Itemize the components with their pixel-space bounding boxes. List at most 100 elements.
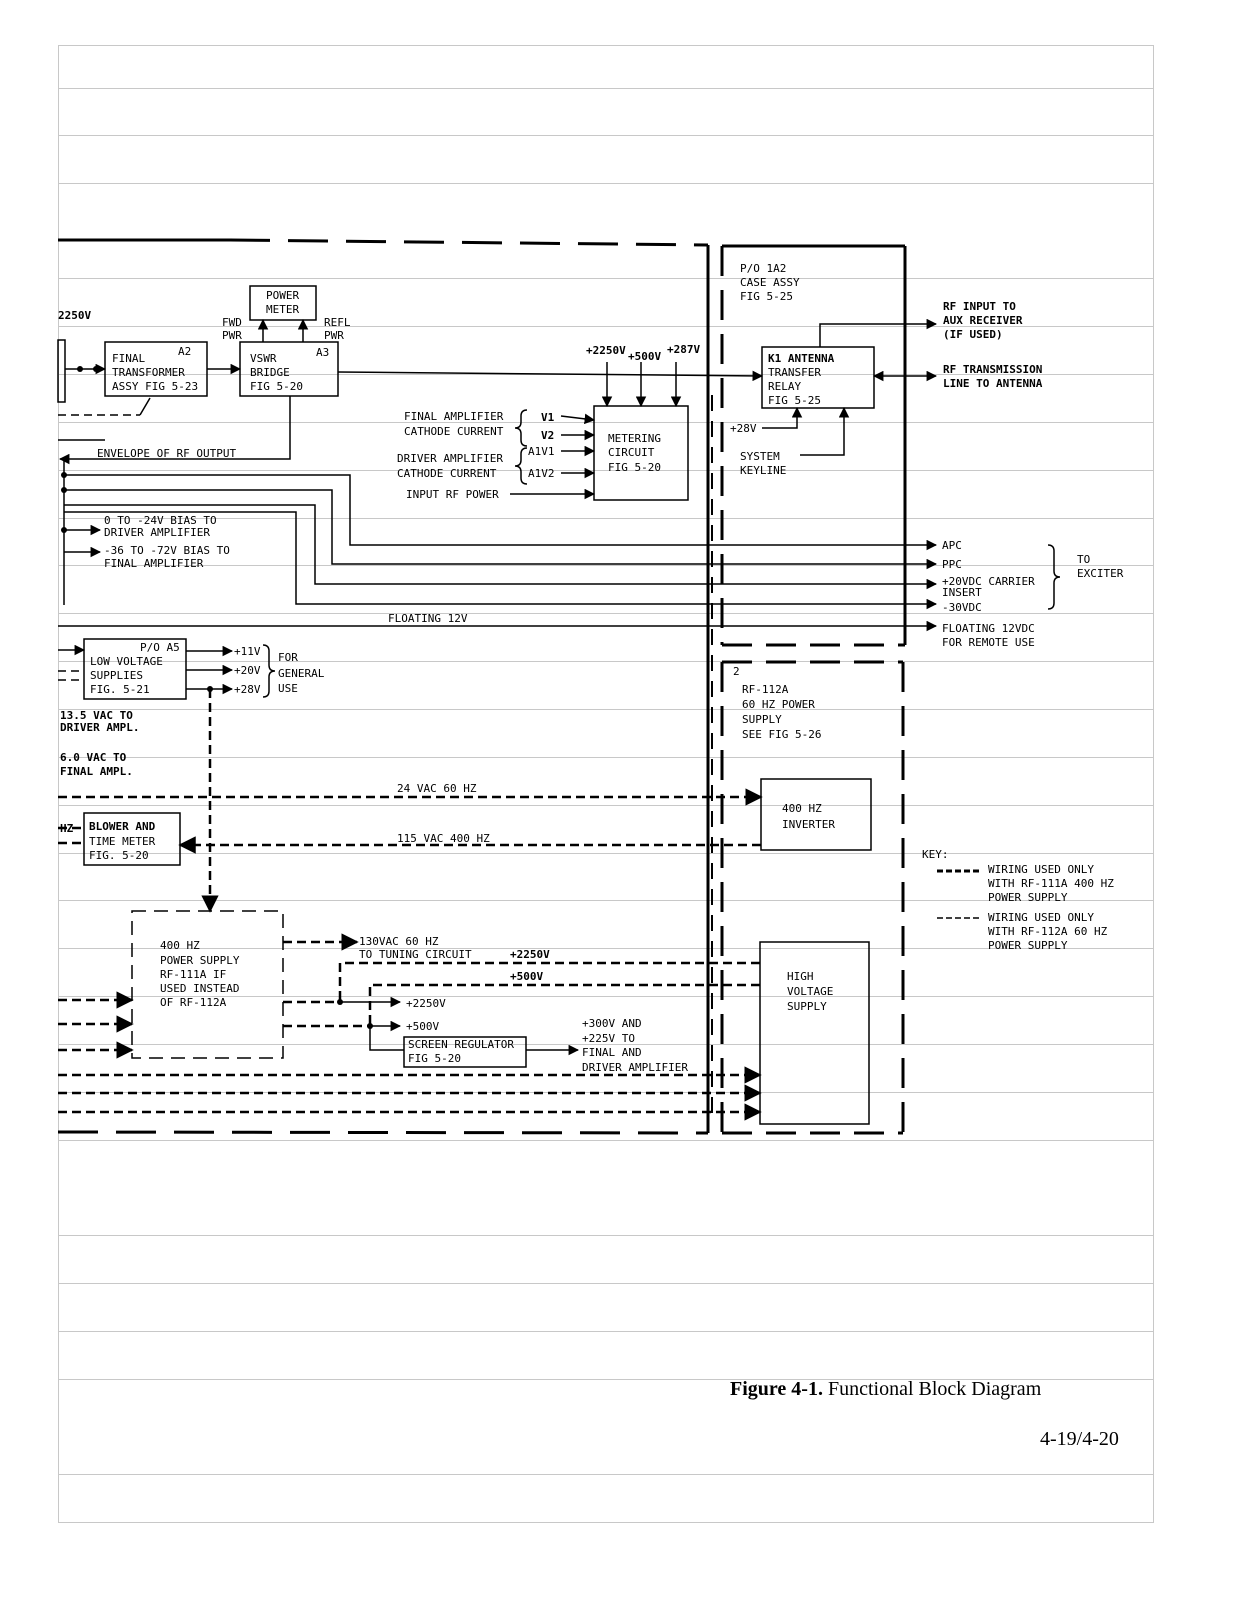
- hv-supply-box: [759, 941, 870, 1125]
- ruled-line: [58, 1235, 1154, 1236]
- ruled-line: [58, 805, 1154, 806]
- floating-12vdc-label: FOR REMOTE USE: [942, 636, 1035, 649]
- main-unit-enclosure: [57, 238, 710, 1135]
- rf-transmission-label: LINE TO ANTENNA: [943, 377, 1043, 390]
- case-assy-label: CASE ASSY: [740, 276, 800, 289]
- final-amp-current-label: FINAL AMPLIFIER: [404, 410, 504, 423]
- low-voltage-label: SUPPLIES: [90, 669, 143, 682]
- screen-out-label: DRIVER AMPLIFIER: [582, 1061, 688, 1074]
- hv-supply-label: HIGH: [787, 970, 814, 983]
- ruled-line: [58, 183, 1154, 184]
- inverter-label: 400 HZ: [782, 802, 822, 815]
- v500-out-label: +500V: [406, 1020, 439, 1033]
- vac-final-label: FINAL AMPL.: [60, 765, 133, 778]
- driver-amp-current-label: DRIVER AMPLIFIER: [397, 452, 503, 465]
- a1v2-label: A1V2: [528, 467, 555, 480]
- bias-final-label: FINAL AMPLIFIER: [104, 557, 204, 570]
- vac115-label: 115 VAC 400 HZ: [397, 832, 490, 845]
- carrier-insert-label: INSERT: [942, 586, 982, 599]
- ruled-line: [58, 278, 1154, 279]
- vdc130-label: 130VAC 60 HZ: [359, 935, 439, 948]
- driver-amp-current-label: CATHODE CURRENT: [397, 467, 497, 480]
- v1-label: V1: [541, 411, 555, 424]
- vswr-bridge-ref: A3: [316, 346, 329, 359]
- vswr-bridge-label: BRIDGE: [250, 366, 290, 379]
- label-2250v-meter: +2250V: [586, 344, 626, 357]
- v2250-out-label: +2250V: [406, 997, 446, 1010]
- rf112a-label: SUPPLY: [742, 713, 782, 726]
- power-meter-label: POWER: [266, 289, 299, 302]
- figure-label: Figure 4-1.: [730, 1378, 823, 1400]
- ruled-line: [58, 1140, 1154, 1141]
- to-exciter-label: EXCITER: [1077, 567, 1124, 580]
- v30dc-label: -30VDC: [942, 601, 982, 614]
- fwd-pwr-label: PWR: [222, 329, 242, 342]
- metering-circuit-label: CIRCUIT: [608, 446, 655, 459]
- psu-400-label: POWER SUPPLY: [160, 954, 240, 967]
- ruled-line: [58, 613, 1154, 614]
- ruled-line: [58, 135, 1154, 136]
- ppc-label: PPC: [942, 558, 962, 571]
- input-rf-power-label: INPUT RF POWER: [406, 488, 499, 501]
- ruled-line: [58, 565, 1154, 566]
- a1v1-label: A1V1: [528, 445, 555, 458]
- rf-input-aux-label: RF INPUT TO: [943, 300, 1016, 313]
- screen-out-label: +300V AND: [582, 1017, 642, 1030]
- key-111a-label: WIRING USED ONLY: [988, 863, 1094, 876]
- carrier-insert-label: +20VDC CARRIER: [942, 575, 1035, 588]
- antenna-relay-label: TRANSFER: [768, 366, 821, 379]
- final-amp-current-label: CATHODE CURRENT: [404, 425, 504, 438]
- vswr-bridge-label: VSWR: [250, 352, 277, 365]
- system-keyline-label: KEYLINE: [740, 464, 786, 477]
- ruled-line: [58, 518, 1154, 519]
- blower-label: TIME METER: [89, 835, 156, 848]
- general-use-label: FOR: [278, 651, 298, 664]
- final-transformer-label: ASSY FIG 5-23: [112, 380, 198, 393]
- junction-dots: [61, 366, 373, 1029]
- psu-400-label: USED INSTEAD: [160, 982, 239, 995]
- ruled-line: [58, 996, 1154, 997]
- key-title: KEY:: [922, 848, 949, 861]
- fwd-pwr-label: FWD: [222, 316, 242, 329]
- vac24-label: 24 VAC 60 HZ: [397, 782, 477, 795]
- v28-label: +28V: [234, 683, 261, 696]
- general-use-label: USE: [278, 682, 298, 695]
- envelope-label: ENVELOPE OF RF OUTPUT: [97, 447, 236, 460]
- low-voltage-label: FIG. 5-21: [90, 683, 150, 696]
- rf-input-aux-label: AUX RECEIVER: [943, 314, 1023, 327]
- page-frame: [58, 45, 1154, 1523]
- ruled-line: [58, 1379, 1154, 1380]
- inverter-label: INVERTER: [782, 818, 835, 831]
- v28-relay-label: +28V: [730, 422, 757, 435]
- to-exciter-label: TO: [1077, 553, 1090, 566]
- wiring: [58, 318, 938, 695]
- bias-driver-label: 0 TO -24V BIAS TO: [104, 514, 217, 527]
- ruled-line: [58, 1044, 1154, 1045]
- ruled-line: [58, 422, 1154, 423]
- case-assy-label: FIG 5-25: [740, 290, 793, 303]
- metering-circuit-label: METERING: [608, 432, 661, 445]
- screen-out-label: FINAL AND: [582, 1046, 642, 1059]
- rf-transmission-label: RF TRANSMISSION: [943, 363, 1042, 376]
- key-112a-label: WIRING USED ONLY: [988, 911, 1094, 924]
- screen-out-label: +225V TO: [582, 1032, 635, 1045]
- case-assy-enclosure: [720, 244, 907, 647]
- ruled-line: [58, 900, 1154, 901]
- v2250-hv-label: +2250V: [510, 948, 550, 961]
- ruled-line: [58, 1474, 1154, 1475]
- vac-driver-label: 13.5 VAC TO: [60, 709, 133, 722]
- vdc130-label: TO TUNING CIRCUIT: [359, 948, 472, 961]
- figure-caption: Figure 4-1. Functional Block Diagram: [730, 1378, 1041, 1401]
- psu-400-label: OF RF-112A: [160, 996, 227, 1009]
- refl-pwr-label: PWR: [324, 329, 344, 342]
- floating-12v-label: FLOATING 12V: [388, 612, 468, 625]
- dashed-power-wiring: [58, 689, 763, 1121]
- ruled-line: [58, 88, 1154, 89]
- final-transformer-label: TRANSFORMER: [112, 366, 185, 379]
- ruled-line: [58, 661, 1154, 662]
- left-cut-box: [57, 339, 66, 403]
- bias-final-label: -36 TO -72V BIAS TO: [104, 544, 230, 557]
- bias-driver-label: DRIVER AMPLIFIER: [104, 526, 210, 539]
- refl-pwr-label: REFL: [324, 316, 351, 329]
